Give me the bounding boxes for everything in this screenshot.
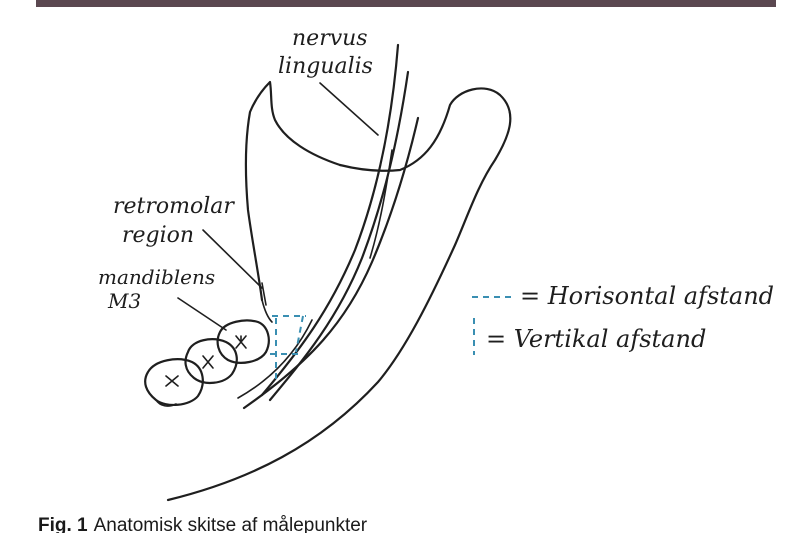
caption-label: Fig. 1 (38, 515, 88, 533)
tooth-m3 (216, 319, 270, 364)
legend-horizontal-label: = Horisontal afstand (520, 282, 774, 310)
alveolar-ridge (261, 299, 273, 323)
nerve-label-line1: nervus (292, 26, 368, 51)
region-leader (202, 229, 263, 289)
region-label-line2: region (122, 223, 194, 248)
caption-text: Anatomisk skitse af målepunkter (93, 515, 368, 533)
tooth-m2 (184, 338, 238, 384)
molar-teeth (144, 319, 270, 407)
mandible-outline (166, 87, 512, 502)
ramus-inner-edge (261, 282, 267, 306)
region-label-line1: retromolar (113, 194, 235, 219)
tooth-label-line2: M3 (107, 289, 141, 313)
vertical-distance-marker (275, 315, 304, 384)
figure-caption: Fig. 1 Anatomisk skitse af målepunkter (38, 511, 367, 533)
coronoid-process (244, 80, 342, 302)
tooth-m1-lower (155, 399, 177, 407)
measurement-markers (270, 315, 306, 384)
anatomical-sketch: nervus lingualis retromolar region mandi… (98, 26, 774, 502)
nerve-label-line2: lingualis (278, 54, 373, 79)
tooth-label-line1: mandiblens (98, 265, 215, 289)
nerve-line-inner (242, 116, 420, 410)
nerve-line-outer (260, 43, 400, 397)
legend-vertical-label: = Vertikal afstand (486, 325, 706, 353)
tooth-m1 (144, 358, 204, 406)
tooth-m2-cusp (202, 355, 214, 369)
tooth-m1-cusp (165, 375, 179, 387)
nerve-branch (369, 149, 393, 259)
header-bar (36, 0, 776, 7)
legend: = Horisontal afstand = Vertikal afstand (472, 282, 774, 355)
tooth-leader (177, 297, 227, 331)
tooth-m3-cusp (235, 335, 247, 349)
nerve-lower-line (237, 319, 313, 399)
nerve-line-mid (268, 70, 410, 402)
nerve-leader (319, 82, 379, 136)
